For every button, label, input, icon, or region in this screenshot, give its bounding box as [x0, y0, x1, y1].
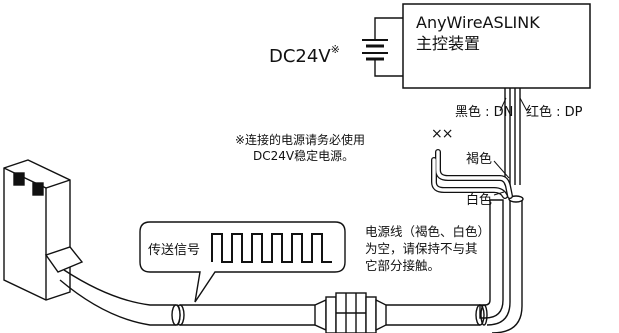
sensor-body: [3, 159, 84, 301]
power-label: DC24V※: [269, 41, 340, 68]
power-note: ※连接的电源请务必使用 DC24V稳定电源。: [235, 132, 365, 164]
power-note-line1: ※连接的电源请务必使用: [235, 133, 366, 147]
controller-subtitle: 主控装置: [416, 34, 481, 53]
controller-title: AnyWireASLINK: [416, 13, 540, 32]
wire-label-black: 黑色 : DN: [455, 105, 514, 120]
power-note-line2: DC24V稳定电源。: [253, 149, 355, 163]
signal-label: 传送信号: [148, 243, 201, 258]
sensor-cable: [59, 269, 181, 326]
wire-label-red: 红色 : DP: [526, 105, 583, 120]
power-note-mark: ※: [330, 43, 340, 56]
cable-connector: [314, 292, 387, 333]
controller-box: [402, 3, 591, 89]
bottom-cable: [173, 304, 488, 326]
callout-line2: 为空，请保持不与其: [365, 241, 478, 256]
callout-line3: 它部分接触。: [365, 258, 441, 273]
wire-label-brown: 褐色: [466, 152, 493, 167]
lead-wire-callout: 电源线（褐色、白色） 为空，请保持不与其 它部分接触。: [365, 223, 490, 274]
wire-label-leaders: [493, 97, 528, 196]
wire-label-white: 白色: [466, 193, 493, 208]
dc-source-symbol: [362, 17, 403, 77]
power-voltage: DC24V: [269, 46, 331, 67]
main-cable-vertical: [504, 88, 521, 185]
cut-wire-mark: ××: [431, 126, 453, 142]
pulse-waveform: [211, 233, 332, 263]
callout-line1: 电源线（褐色、白色）: [365, 224, 491, 239]
